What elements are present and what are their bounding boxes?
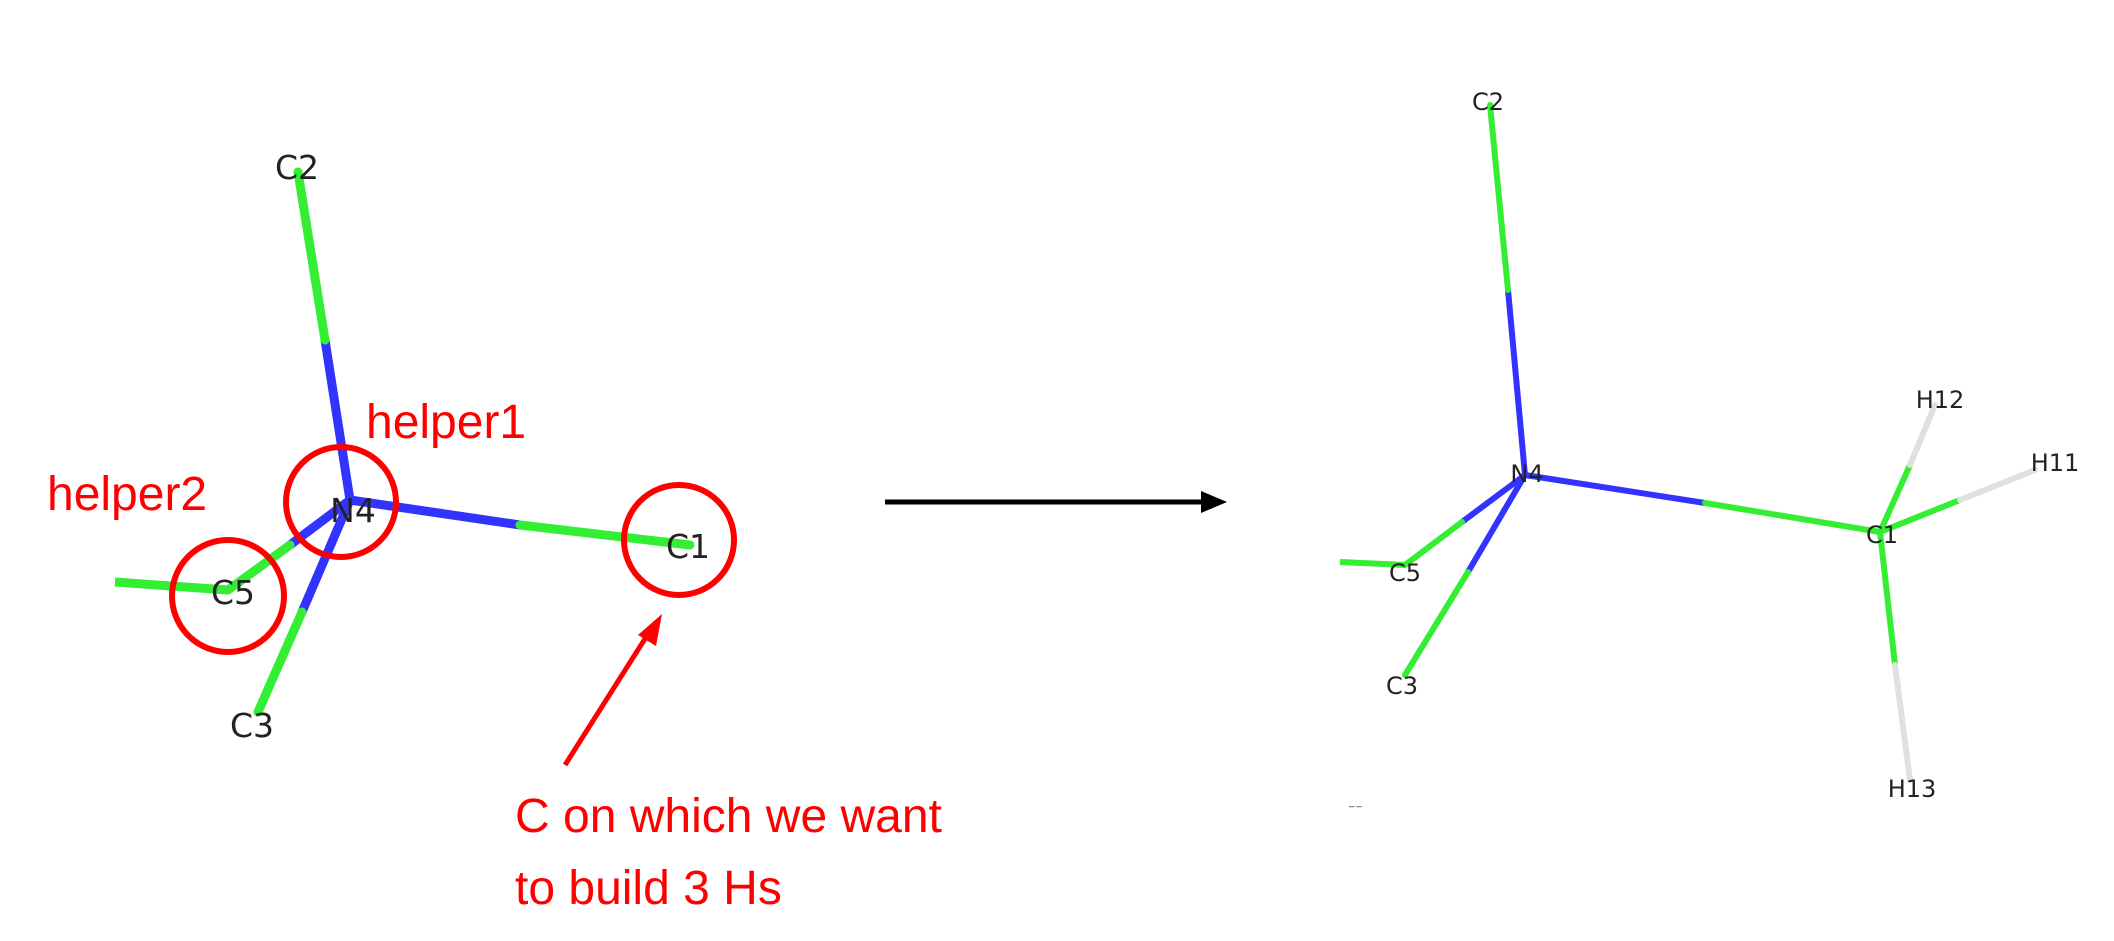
atom-label-c2: C2 <box>275 148 319 187</box>
atom-label-c1: C1 <box>666 527 710 566</box>
atom-label-c5: C5 <box>211 573 255 612</box>
target-carbon-circle <box>621 482 737 598</box>
helper2-circle <box>169 537 287 655</box>
atom-label-c1: C1 <box>1866 521 1898 549</box>
bond-n4-c1-nitrogen-half <box>345 495 525 530</box>
before-molecule: C2 N4 C1 C5 C3 <box>114 148 710 745</box>
bond-c1-h13-hydrogen-half <box>1892 662 1913 783</box>
bond-n4-c3-nitrogen-half <box>1465 472 1528 575</box>
after-molecule: C2 N4 C5 C3 C1 H12 H11 H13 ⁻⁻ <box>1339 88 2080 818</box>
bond-n4-c2-nitrogen-half <box>1505 287 1528 478</box>
target-pointer-arrow <box>562 614 662 767</box>
bond-n4-c1-nitrogen-half <box>1522 472 1708 506</box>
bond-c1-h11-carbon-half <box>1877 497 1963 535</box>
atom-label-h11: H11 <box>2031 449 2080 477</box>
bond-n4-c5-carbon-half <box>223 540 295 595</box>
bond-n4-c2-nitrogen-half <box>320 335 355 505</box>
atom-label-n4: N4 <box>1510 460 1543 488</box>
atom-label-c2: C2 <box>1472 88 1504 116</box>
bond-n4-c1-carbon-half <box>1702 500 1883 535</box>
target-annotation-line1: C on which we want <box>515 790 942 843</box>
highlight-circles <box>169 444 737 655</box>
bond-c1-h13-carbon-half <box>1877 529 1898 668</box>
bond-c1-h12-hydrogen-half <box>1907 402 1938 468</box>
transformation-arrow <box>885 491 1227 513</box>
bond-n4-c2-carbon-half <box>1487 102 1511 293</box>
bond-c5-offscreen <box>1339 559 1406 568</box>
bond-n4-c5-nitrogen-half <box>1459 472 1528 525</box>
atom-label-c3: C3 <box>1386 672 1418 700</box>
target-annotation-line2: to build 3 Hs <box>515 862 782 915</box>
bond-n4-c3-carbon-half <box>1402 569 1471 678</box>
bond-n4-c1-carbon-half <box>515 520 695 550</box>
bond-c1-h12-carbon-half <box>1877 462 1913 535</box>
atom-label-c3: C3 <box>230 706 274 745</box>
atom-label-h13: H13 <box>1888 775 1937 803</box>
atom-label-h12: H12 <box>1916 386 1965 414</box>
clipped-label-fragment: ⁻⁻ <box>1348 802 1363 818</box>
bond-n4-c5-carbon-half <box>1402 519 1465 568</box>
helper1-circle <box>283 444 399 560</box>
atom-label-c5: C5 <box>1389 559 1421 587</box>
bond-n4-c3-carbon-half <box>253 607 307 717</box>
helper1-label: helper1 <box>366 396 526 449</box>
helper2-label: helper2 <box>47 468 207 521</box>
atom-label-n4: N4 <box>330 491 376 530</box>
bond-n4-c2-carbon-half <box>293 167 330 345</box>
bond-c1-h11-hydrogen-half <box>1957 467 2038 503</box>
